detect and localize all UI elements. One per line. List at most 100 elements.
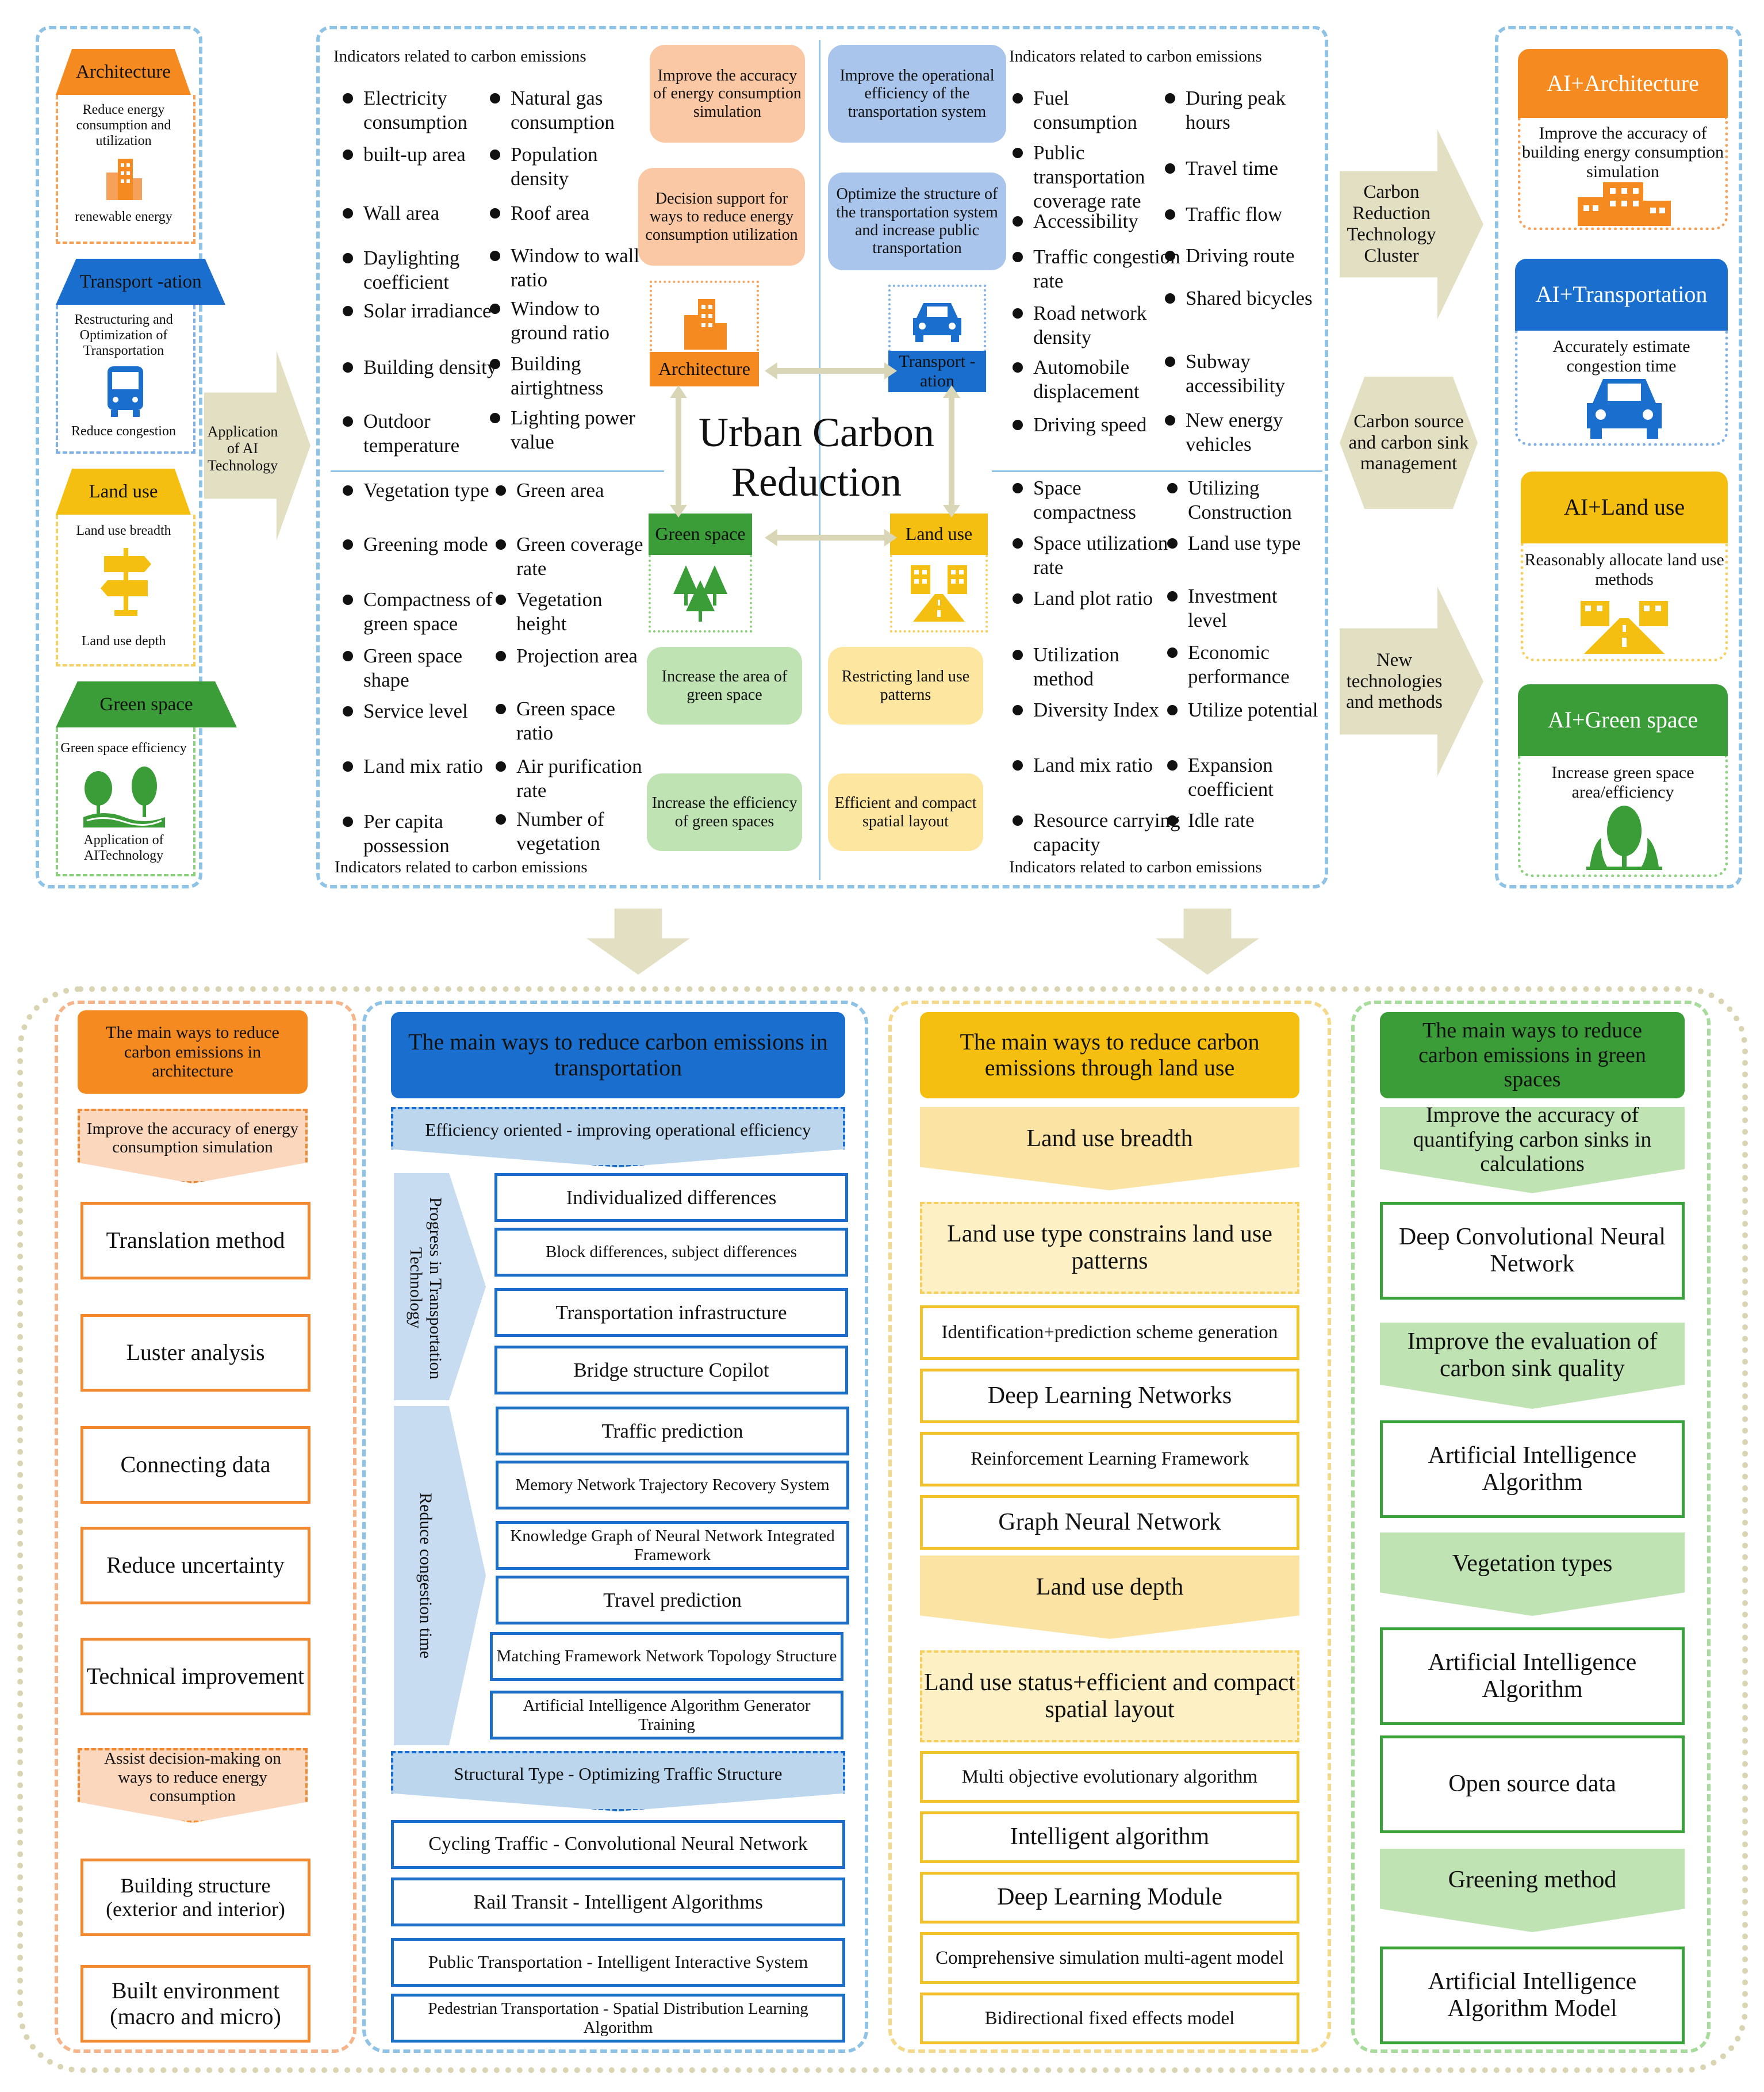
indicator-item: Number of vegetation xyxy=(496,807,654,856)
center-horizontal-divider-left xyxy=(331,470,664,472)
indicator-item: Travel time xyxy=(1165,156,1318,181)
ai-architecture-body: Improve the accuracy of building energy … xyxy=(1518,118,1728,230)
green-item: Artificial Intelligence Algorithm xyxy=(1380,1420,1685,1518)
hub-connectors xyxy=(670,362,897,546)
land-item: Deep Learning Networks xyxy=(920,1369,1299,1423)
indicator-item: Traffic flow xyxy=(1165,202,1318,227)
indicator-item: Green space ratio xyxy=(496,697,649,745)
indicator-item: Land mix ratio xyxy=(1013,753,1174,777)
ai-transportation-title: AI+Transportation xyxy=(1515,259,1728,331)
building-icon xyxy=(104,155,144,201)
arch-indicators-heading: Indicators related to carbon emissions xyxy=(333,47,586,66)
left-transportation-card: Transport -ation Restructuring and Optim… xyxy=(56,259,225,454)
indicator-item: Subway accessibility xyxy=(1165,350,1318,398)
indicator-item: Expansion coefficient xyxy=(1167,753,1326,802)
left-landuse-breadth: Land use breadth xyxy=(76,523,171,538)
land-indicators-footer: Indicators related to carbon emissions xyxy=(1009,858,1262,876)
left-landuse-title: Land use xyxy=(56,469,191,515)
indicator-item: Projection area xyxy=(496,644,649,668)
arch-item: Reduce uncertainty xyxy=(80,1527,310,1604)
land-item: Bidirectional fixed effects model xyxy=(920,1993,1299,2044)
bottom-greenspace-column xyxy=(1351,1001,1711,2053)
green-action-area: Increase the area of green space xyxy=(647,647,802,725)
indicator-item: Investment level xyxy=(1167,584,1320,633)
arch-item: Luster analysis xyxy=(80,1314,310,1392)
green-indicators-footer: Indicators related to carbon emissions xyxy=(335,858,588,876)
indicator-item: Road network density xyxy=(1013,301,1183,350)
trans-item: Individualized differences xyxy=(494,1173,848,1222)
indicator-item: Driving speed xyxy=(1013,413,1174,437)
indicator-item: Green area xyxy=(496,478,649,503)
tree-icon xyxy=(1586,806,1662,870)
arch-item: Translation method xyxy=(80,1202,310,1279)
green-item: Artificial Intelligence Algorithm Model xyxy=(1380,1947,1685,2044)
arch-item: Connecting data xyxy=(80,1426,310,1504)
arch-item: Technical improvement xyxy=(80,1638,310,1715)
ai-greenspace-title: AI+Green space xyxy=(1518,684,1728,756)
left-transportation-title: Transport -ation xyxy=(56,259,225,305)
trans-indicators-heading: Indicators related to carbon emissions xyxy=(1009,47,1262,66)
indicator-item: Compactness of green space xyxy=(343,588,501,636)
indicator-item: Electricity consumption xyxy=(343,86,501,135)
indicator-item: Wall area xyxy=(343,201,501,225)
trans-action-efficiency: Improve the operational efficiency of th… xyxy=(828,45,1006,143)
left-domain-panel xyxy=(36,26,202,888)
ai-greenspace-body: Increase green space area/efficiency xyxy=(1518,756,1728,877)
trans-column-title: The main ways to reduce carbon emissions… xyxy=(391,1012,845,1098)
trans-item: Traffic prediction xyxy=(496,1407,849,1455)
trans-item: Matching Framework Network Topology Stru… xyxy=(490,1632,843,1681)
hub-green-label: Green space xyxy=(649,514,752,555)
indicator-item: Air purification rate xyxy=(496,754,654,803)
indicator-item: Land plot ratio xyxy=(1013,587,1174,611)
indicator-item: Shared bicycles xyxy=(1165,286,1318,311)
hub-architecture-label: Architecture xyxy=(650,352,759,386)
trans-item: Public Transportation - Intelligent Inte… xyxy=(391,1938,845,1987)
green-item: Artificial Intelligence Algorithm xyxy=(1380,1627,1685,1725)
trans-item: Rail Transit - Intelligent Algorithms xyxy=(391,1878,845,1926)
green-item: Deep Convolutional Neural Network xyxy=(1380,1202,1685,1300)
arrow-down-right xyxy=(1156,909,1259,975)
indicator-item: Outdoor temperature xyxy=(343,409,501,458)
land-action-compact: Efficient and compact spatial layout xyxy=(828,773,983,851)
left-landuse-body: Land use breadth Land use depth xyxy=(56,515,195,666)
trans-item: Transportation infrastructure xyxy=(494,1288,848,1337)
indicator-item: New energy vehicles xyxy=(1165,408,1318,457)
arch-action-decision: Decision support for ways to reduce ener… xyxy=(638,168,805,266)
ai-landuse-title: AI+Land use xyxy=(1521,472,1728,543)
indicator-item: Utilize potential xyxy=(1167,698,1320,722)
trans-item: Knowledge Graph of Neural Network Integr… xyxy=(496,1521,849,1570)
road-city-icon xyxy=(911,565,967,622)
land-item: Identification+prediction scheme generat… xyxy=(920,1305,1299,1360)
ai-transportation-text: Accurately estimate congestion time xyxy=(1552,337,1690,376)
center-indicator-panel xyxy=(316,26,1328,888)
left-greenspace-card: Green space Green space efficiency Appli… xyxy=(56,681,237,876)
left-architecture-body: Reduce energy consumption and utilizatio… xyxy=(56,95,195,244)
trans-action-structure: Optimize the structure of the transporta… xyxy=(828,173,1006,270)
indicator-item: Green space shape xyxy=(343,644,501,692)
indicator-item: Utilization method xyxy=(1013,643,1174,691)
indicator-item: Natural gas consumption xyxy=(490,86,643,135)
hub-land-icon-frame xyxy=(890,555,988,633)
ai-architecture-title: AI+Architecture xyxy=(1518,49,1728,118)
indicator-item: Window to ground ratio xyxy=(490,297,643,345)
land-item: Deep Learning Module xyxy=(920,1872,1299,1924)
indicator-item: During peak hours xyxy=(1165,86,1318,135)
left-transportation-body: Restructuring and Optimization of Transp… xyxy=(56,305,195,454)
indicator-item: Economic performance xyxy=(1167,641,1326,689)
indicator-item: Traffic congestion rate xyxy=(1013,245,1183,293)
indicator-item: Utilizing Construction xyxy=(1167,476,1320,524)
indicator-item: Automobile displacement xyxy=(1013,355,1183,404)
car-icon xyxy=(913,303,961,342)
green-item: Open source data xyxy=(1380,1735,1685,1833)
trans-item: Pedestrian Transportation - Spatial Dist… xyxy=(391,1994,845,2043)
arrow-application-ai-label: Application of AI Technology xyxy=(207,423,278,474)
land-item: Reinforcement Learning Framework xyxy=(920,1432,1299,1486)
land-item: Intelligent algorithm xyxy=(920,1811,1299,1863)
ai-landuse-text: Reasonably allocate land use methods xyxy=(1524,550,1724,589)
indicator-item: Land mix ratio xyxy=(343,754,501,779)
bottom-architecture-column xyxy=(55,1001,356,2053)
left-landuse-depth: Land use depth xyxy=(81,633,166,649)
arch-action-simulation: Improve the accuracy of energy consumpti… xyxy=(650,45,805,143)
hub-green-icon-frame xyxy=(649,555,752,633)
indicator-item: Diversity Index xyxy=(1013,698,1174,722)
